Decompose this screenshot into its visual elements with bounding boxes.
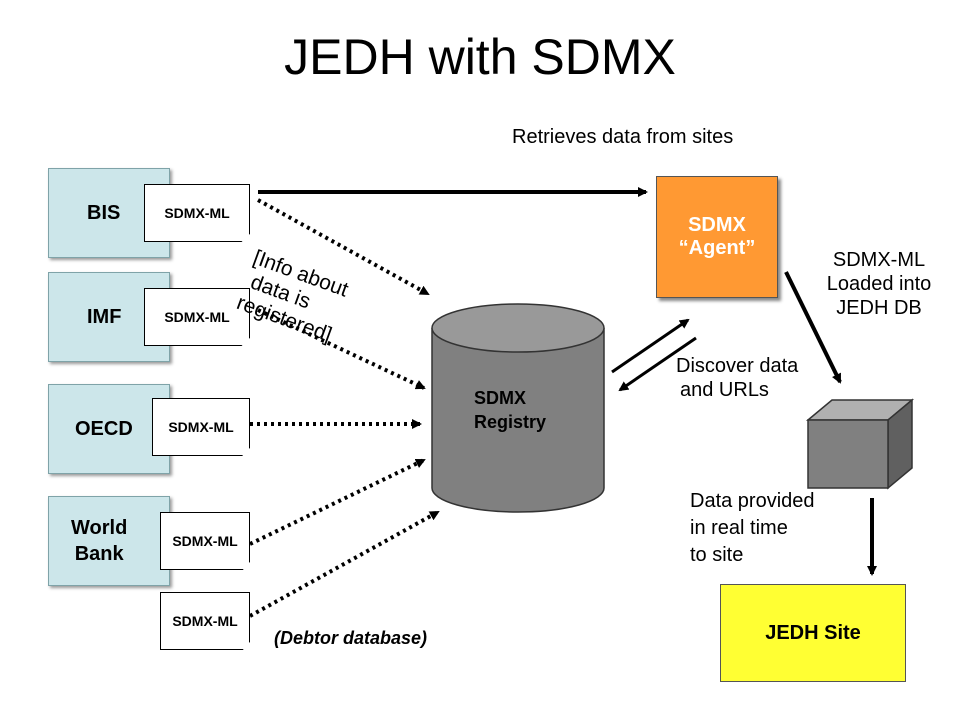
- source-label-world: World: [71, 517, 128, 539]
- jedh-db-cube: [805, 398, 915, 490]
- source-label-imf: IMF: [87, 305, 122, 328]
- registry-label-line1: SDMX: [474, 388, 527, 408]
- sdmx-ml-doc-debtor: SDMX-ML: [160, 592, 250, 650]
- sdmx-ml-doc-label: SDMX-ML: [164, 309, 230, 325]
- sdmx-agent-box: SDMX “Agent”: [656, 176, 778, 298]
- discover-label-line1: Discover data: [676, 355, 799, 377]
- source-label-bank: Bank: [74, 543, 124, 565]
- jedh-site-label: JEDH Site: [765, 621, 861, 644]
- discover-arrow-down: [618, 336, 697, 392]
- dotted-arrow-debtor: [249, 510, 440, 618]
- jedh-site-box: JEDH Site: [720, 584, 906, 682]
- loaded-label: SDMX-ML Loaded into JEDH DB: [814, 248, 944, 320]
- provided-label-line2: in real time: [690, 517, 788, 539]
- registry-label-line2: Registry: [474, 412, 547, 432]
- registry-cylinder: [431, 303, 605, 513]
- agent-label-line1: SDMX: [688, 214, 746, 236]
- sdmx-ml-doc-world-bank: SDMX-ML: [160, 512, 250, 570]
- retrieve-label: Retrieves data from sites: [512, 126, 734, 148]
- debtor-label: (Debtor database): [274, 628, 428, 648]
- provided-label-line3: to site: [690, 544, 744, 566]
- page-title: JEDH with SDMX: [284, 29, 676, 85]
- load-arrow: [784, 271, 842, 384]
- sdmx-ml-doc-imf: SDMX-ML: [144, 288, 250, 346]
- discover-label-line2: and URLs: [680, 379, 769, 401]
- agent-label-line2: “Agent”: [678, 237, 756, 259]
- loaded-label-line2: Loaded into: [826, 273, 932, 295]
- dotted-arrow-bis: [257, 198, 430, 296]
- registry-label: SDMX Registry: [474, 386, 546, 434]
- source-label-bis: BIS: [87, 201, 121, 224]
- loaded-label-line3: JEDH DB: [836, 297, 922, 319]
- dotted-arrow-imf: [257, 308, 426, 390]
- sdmx-ml-doc-bis: SDMX-ML: [144, 184, 250, 242]
- sdmx-ml-doc-label: SDMX-ML: [172, 613, 238, 629]
- provided-label: Data provided in real time to site: [690, 488, 815, 569]
- discover-arrow-up: [611, 318, 690, 374]
- sdmx-ml-doc-label: SDMX-ML: [168, 419, 234, 435]
- loaded-label-line1: SDMX-ML: [832, 249, 926, 271]
- sdmx-ml-doc-label: SDMX-ML: [164, 205, 230, 221]
- dotted-arrow-world-bank: [249, 458, 426, 546]
- discover-label: Discover data and URLs: [676, 354, 798, 402]
- provided-label-line1: Data provided: [690, 490, 815, 512]
- sdmx-ml-doc-oecd: SDMX-ML: [152, 398, 250, 456]
- source-label-oecd: OECD: [75, 417, 133, 440]
- sdmx-ml-doc-label: SDMX-ML: [172, 533, 238, 549]
- source-box-world-bank: World Bank: [48, 496, 170, 586]
